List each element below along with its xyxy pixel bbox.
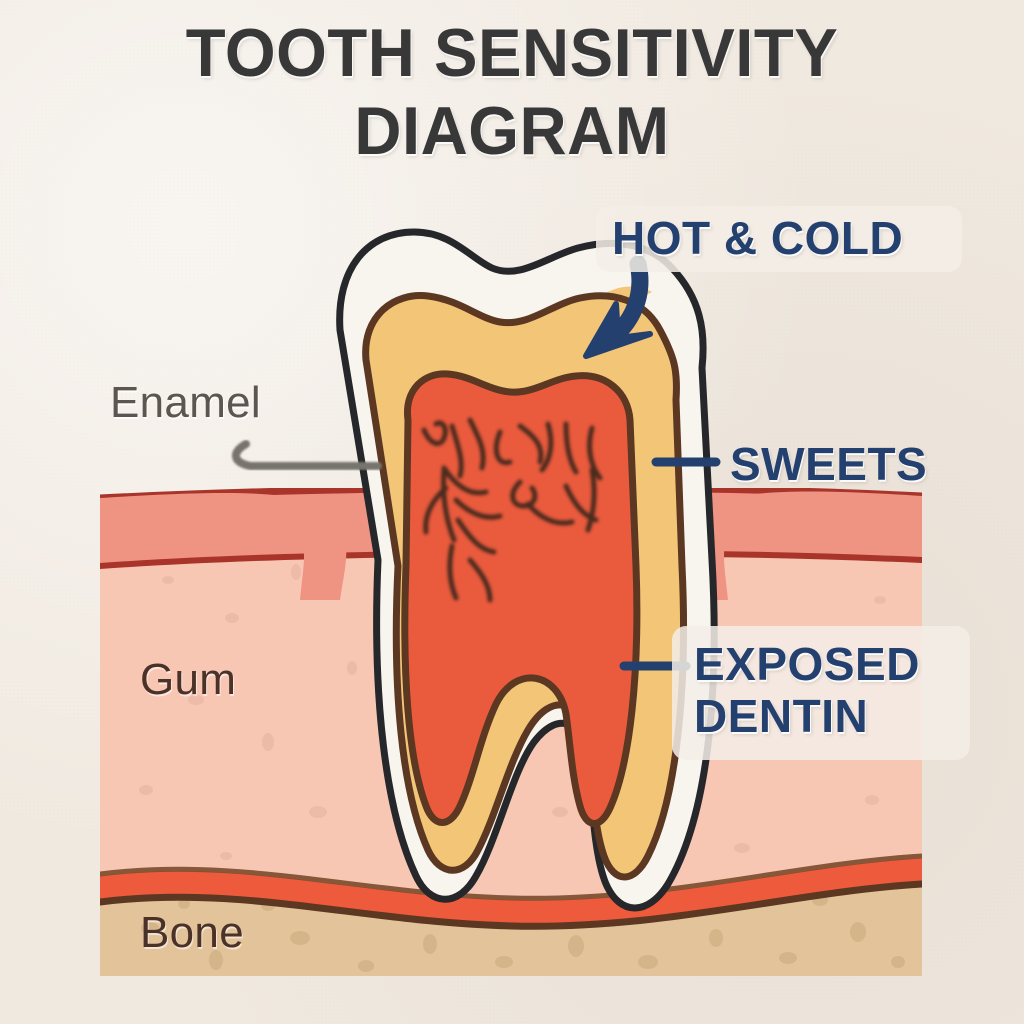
- tooth-group: [336, 228, 718, 912]
- gum-pocket-right: [683, 491, 922, 600]
- enamel-leader-line: [232, 440, 382, 470]
- page-title: TOOTH SENSITIVITY DIAGRAM: [0, 14, 1024, 170]
- page-title-line-2: DIAGRAM: [354, 93, 670, 169]
- anatomy-label-bone[interactable]: Bone: [140, 908, 244, 957]
- pulp-nerve-strokes: [421, 417, 603, 603]
- callout-sweets[interactable]: SWEETS: [730, 438, 928, 490]
- gum-pocket-left: [100, 493, 347, 600]
- ligament-top-outline: [100, 853, 922, 901]
- anatomy-label-gum[interactable]: Gum: [140, 655, 237, 704]
- bone-crest-outline: [100, 880, 922, 930]
- page-title-line-1: TOOTH SENSITIVITY: [185, 15, 839, 91]
- callout-exposed-dentin-line-1: EXPOSED: [694, 638, 920, 690]
- callout-exposed-dentin-line-2: DENTIN: [694, 690, 869, 742]
- callout-exposed-dentin[interactable]: EXPOSED DENTIN: [694, 638, 920, 742]
- hot-and-cold-arrow-head: [583, 301, 653, 359]
- anatomy-label-enamel[interactable]: Enamel: [110, 378, 261, 427]
- callout-hot-and-cold[interactable]: HOT & COLD: [612, 212, 904, 264]
